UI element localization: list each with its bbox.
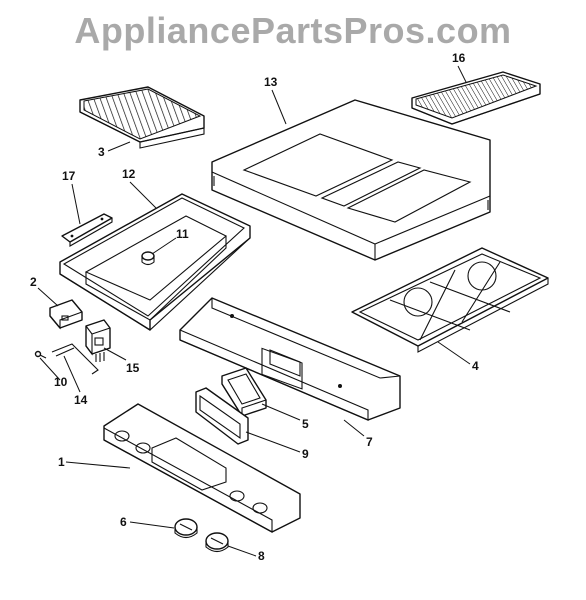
callout-labels: 1 2 3 4 5 6 7 8 9 10 11 12 13 14 15 16 1… [30, 51, 479, 563]
callout-1: 1 [58, 455, 65, 469]
callout-16: 16 [452, 51, 466, 65]
watermark: AppliancePartsPros.com [74, 10, 512, 51]
bracket-17 [61, 213, 113, 247]
switch-block [49, 299, 83, 330]
panel-piece [221, 367, 267, 418]
control-panel [103, 403, 301, 533]
callout-4: 4 [472, 359, 479, 373]
callout-12: 12 [122, 167, 136, 181]
cooktop-main-top [211, 99, 491, 261]
grill-grate [79, 86, 205, 149]
callout-8: 8 [258, 549, 265, 563]
chassis-bracket [179, 297, 401, 421]
callout-13: 13 [264, 75, 278, 89]
leader-lines [37, 65, 471, 557]
vent-grille [411, 71, 541, 125]
knob-6 [174, 518, 198, 539]
callout-6: 6 [120, 515, 127, 529]
callout-15: 15 [126, 361, 140, 375]
callout-7: 7 [366, 435, 373, 449]
display-window [195, 387, 249, 445]
knob-8 [205, 532, 229, 553]
callout-17: 17 [62, 169, 76, 183]
callout-5: 5 [302, 417, 309, 431]
callout-9: 9 [302, 447, 309, 461]
rod-bracket [51, 343, 99, 375]
grill-pan [59, 193, 251, 331]
callout-14: 14 [74, 393, 88, 407]
terminal-block [85, 319, 111, 362]
callout-3: 3 [98, 145, 105, 159]
element-stud [141, 251, 155, 266]
screw [34, 350, 47, 359]
callout-10: 10 [54, 375, 68, 389]
burner-grate [351, 247, 549, 353]
callout-11: 11 [176, 227, 189, 241]
callout-2: 2 [30, 275, 37, 289]
